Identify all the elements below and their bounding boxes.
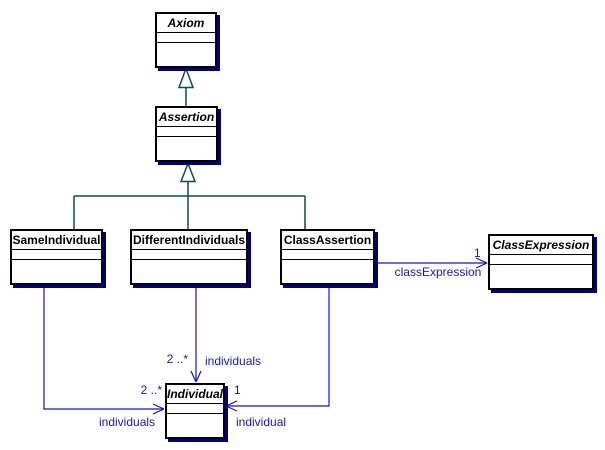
class-name: Assertion	[157, 108, 216, 127]
association-differentindividuals-to-individual	[190, 285, 202, 383]
class-name: Individual	[167, 385, 223, 404]
generalization-assertion-to-axiom	[177, 66, 195, 106]
attributes-compartment	[132, 250, 246, 260]
class-assertion: Assertion	[155, 106, 218, 162]
operations-compartment	[282, 260, 373, 283]
operations-compartment	[132, 260, 246, 283]
class-name: DifferentIndividuals	[132, 231, 246, 250]
generalization-subclasses-to-assertion	[73, 161, 306, 229]
class-differentindividuals: DifferentIndividuals	[130, 229, 248, 285]
attributes-compartment	[282, 250, 373, 260]
class-name: Axiom	[157, 14, 215, 33]
association-label-classexpression: classExpression	[394, 265, 482, 279]
association-sameindividual-to-individual	[43, 285, 165, 415]
multiplicity-classexpression: 1	[474, 246, 481, 260]
association-classassertion-to-classexpression	[375, 257, 488, 269]
operations-compartment	[157, 137, 216, 160]
attributes-compartment	[167, 404, 223, 414]
attributes-compartment	[490, 255, 592, 265]
attributes-compartment	[157, 127, 216, 137]
association-label-classassertion-individual: individual	[236, 415, 287, 429]
class-name: ClassAssertion	[282, 231, 373, 250]
class-name: SameIndividual	[12, 231, 101, 250]
multiplicity-sameindividual-individuals: 2 ..*	[140, 383, 162, 397]
operations-compartment	[12, 260, 101, 283]
attributes-compartment	[157, 33, 215, 43]
class-sameindividual: SameIndividual	[10, 229, 103, 285]
class-axiom: Axiom	[155, 12, 217, 68]
association-classassertion-to-individual	[225, 285, 330, 412]
class-classassertion: ClassAssertion	[280, 229, 375, 285]
operations-compartment	[157, 43, 215, 66]
class-classexpression: ClassExpression	[488, 234, 594, 290]
multiplicity-classassertion-individual: 1	[234, 383, 241, 397]
association-label-differentindividuals-individuals: individuals	[205, 354, 262, 368]
class-individual: Individual	[165, 383, 225, 439]
operations-compartment	[167, 414, 223, 437]
attributes-compartment	[12, 250, 101, 260]
class-name: ClassExpression	[490, 236, 592, 255]
operations-compartment	[490, 265, 592, 288]
association-label-sameindividual-individuals: individuals	[99, 415, 156, 429]
multiplicity-differentindividuals-individuals: 2 ..*	[166, 352, 188, 366]
